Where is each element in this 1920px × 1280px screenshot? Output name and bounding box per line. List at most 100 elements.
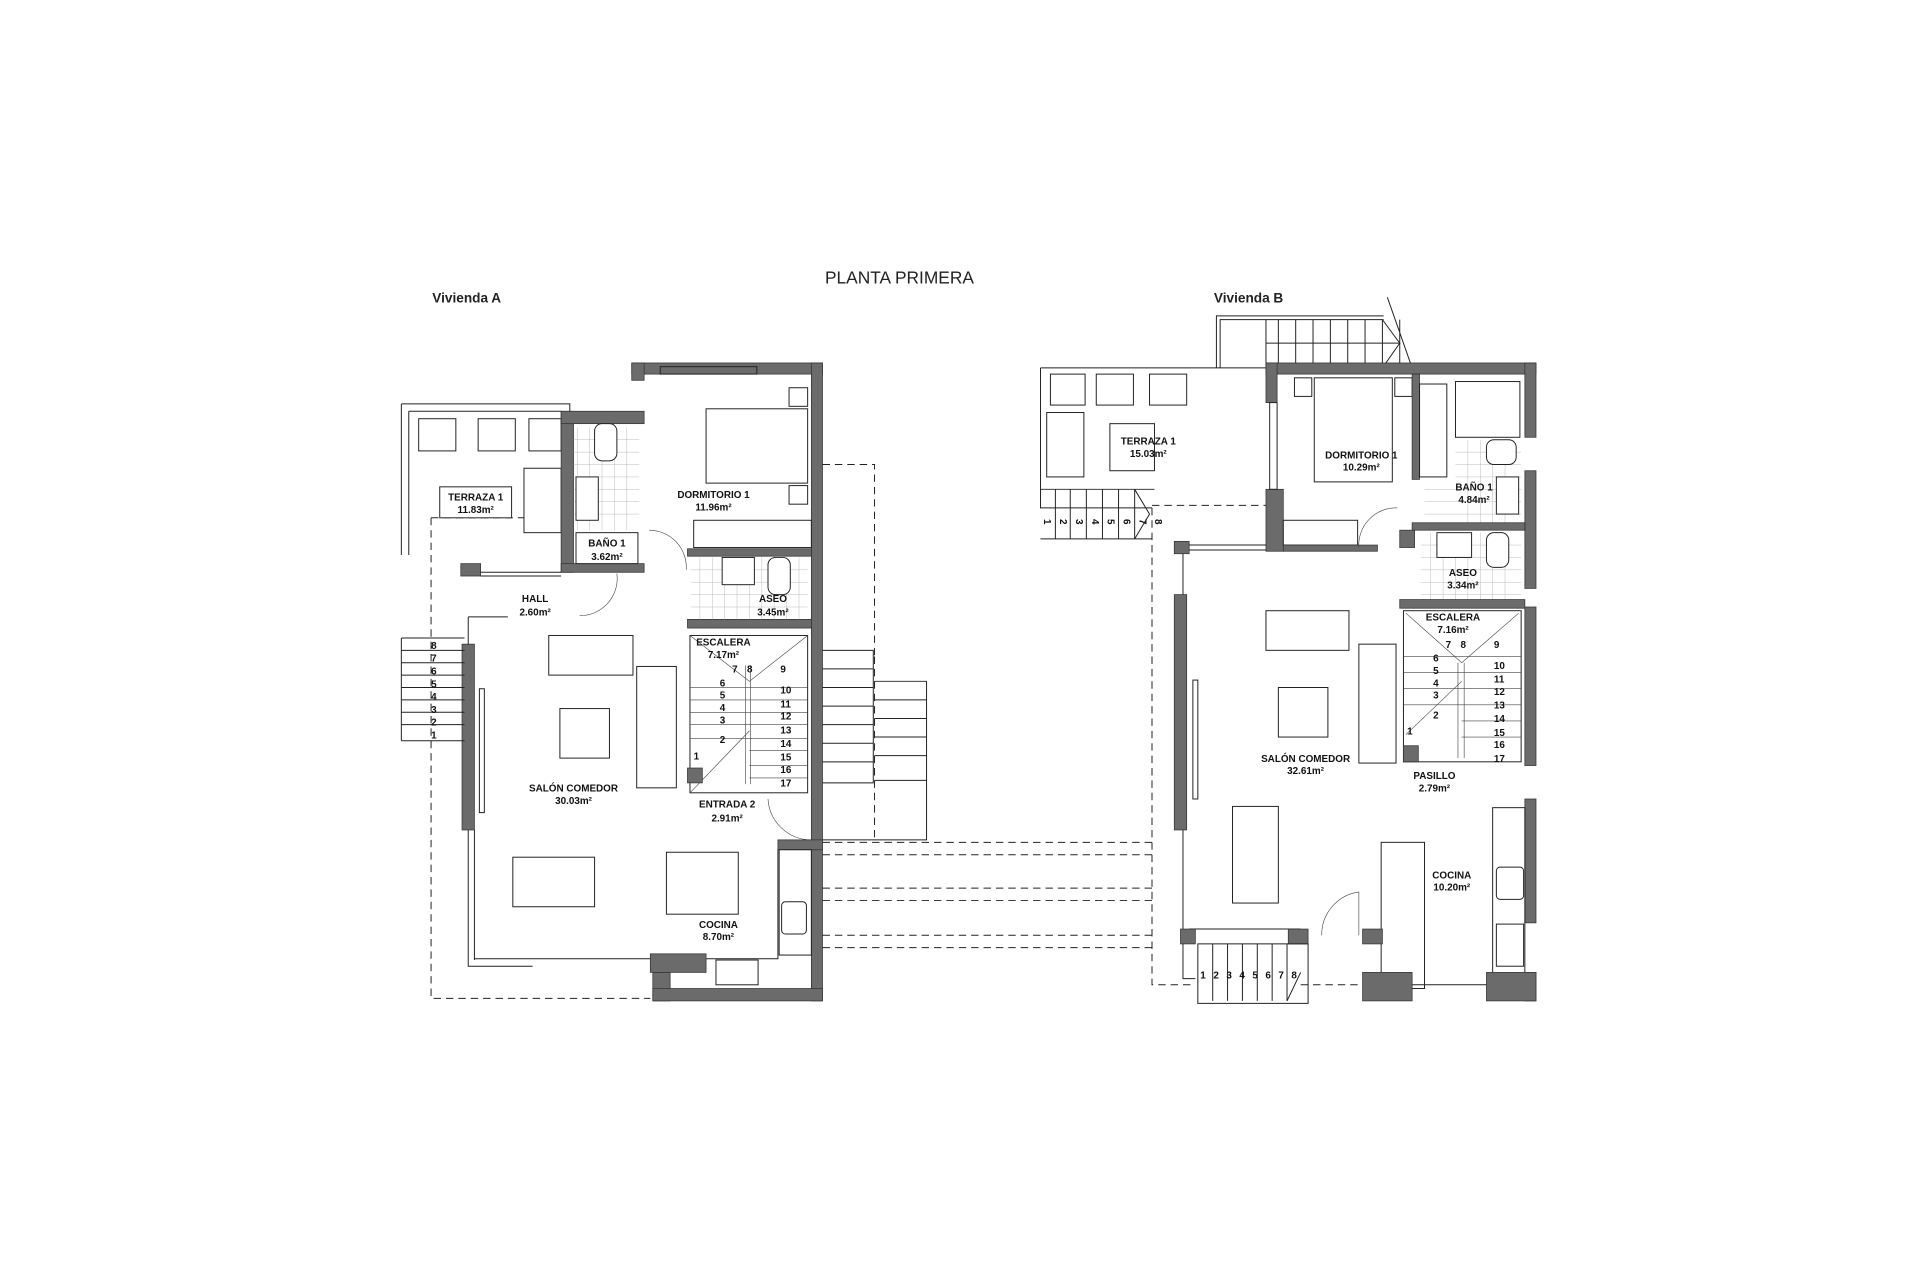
stair-step-number: 5: [431, 679, 437, 690]
bed: [705, 408, 809, 484]
toilet: [1485, 532, 1510, 568]
wall: [649, 953, 707, 973]
svg-text:COCINA: COCINA: [699, 920, 738, 931]
stair-step-number: 3: [720, 715, 726, 726]
stair-step-number: 9: [780, 665, 786, 676]
wall: [560, 410, 574, 573]
stair-step-number: 1: [1407, 727, 1413, 738]
svg-text:2.60m²: 2.60m²: [519, 608, 551, 619]
kitchen-island: [665, 851, 739, 915]
exterior-stair-a: [400, 637, 465, 742]
coffee-table: [559, 708, 610, 759]
window: [1269, 402, 1278, 490]
stair-step-number: 4: [720, 703, 726, 714]
stair-step-number: 11: [780, 699, 791, 710]
window: [659, 366, 758, 375]
svg-text:32.61m²: 32.61m²: [1287, 766, 1325, 777]
wall: [1399, 599, 1526, 609]
stair-step-number: 16: [1494, 740, 1506, 751]
room-label-dormitorio: DORMITORIO 1 10.29m²: [1325, 450, 1398, 473]
wall: [1411, 373, 1420, 480]
stair-step-number: 4: [431, 692, 437, 703]
stair-step-number: 1: [1200, 971, 1206, 982]
wall: [1403, 745, 1419, 763]
wall: [777, 839, 823, 851]
stair-step-number: 3: [1073, 519, 1084, 525]
svg-text:2.91m²: 2.91m²: [711, 813, 743, 824]
room-label-entrada: ENTRADA 2 2.91m²: [699, 800, 756, 825]
svg-text:SALÓN COMEDOR: SALÓN COMEDOR: [1261, 753, 1350, 765]
kitchen-island: [1380, 841, 1426, 990]
svg-text:10.20m²: 10.20m²: [1433, 883, 1471, 894]
stair-step-number: 13: [1494, 701, 1506, 712]
stair-step-number: 9: [1494, 640, 1500, 651]
sofa: [636, 665, 677, 789]
shower: [1454, 381, 1521, 438]
stair-step-number: 7: [1446, 640, 1452, 651]
room-label-aseo: ASEO 3.34m²: [1447, 568, 1479, 591]
room-label-pasillo: PASILLO 2.79m²: [1413, 771, 1455, 794]
exterior-stair-dashed: [822, 464, 876, 840]
wall: [631, 362, 645, 381]
room-label-terraza: TERRAZA 1 15.03m²: [1121, 437, 1177, 460]
svg-text:HALL: HALL: [522, 594, 548, 605]
vivienda-a: Vivienda A: [400, 290, 1152, 1002]
stair-step-number: 7: [431, 654, 437, 665]
terraza-a-outline: [400, 403, 571, 555]
stair-step-number: 12: [780, 712, 792, 723]
outline: [467, 616, 508, 645]
chair: [1149, 373, 1188, 406]
stair-step-number: 8: [1460, 640, 1466, 651]
sink: [721, 556, 755, 586]
door-swing: [1321, 891, 1360, 936]
bed: [1313, 377, 1393, 483]
svg-text:11.83m²: 11.83m²: [458, 505, 495, 516]
stair-step-number: 6: [431, 666, 437, 677]
stair-step-number: 2: [720, 735, 726, 746]
stair-step-number: 10: [780, 686, 792, 697]
toilet: [767, 556, 791, 596]
sofa: [1358, 643, 1397, 764]
stair-step-number: 1: [1041, 519, 1052, 525]
stair-step-number: 2: [1433, 710, 1439, 721]
terraza-b-outline: [1040, 367, 1266, 509]
svg-text:ASEO: ASEO: [759, 594, 787, 605]
wall: [687, 619, 812, 629]
top-stair-b: [1215, 297, 1413, 369]
svg-text:TERRAZA 1: TERRAZA 1: [1121, 437, 1177, 448]
stair-step-number: 14: [780, 739, 792, 750]
room-label-dormitorio: DORMITORIO 1 11.96m²: [677, 490, 750, 513]
nightstand: [1394, 377, 1413, 397]
door-swing: [579, 573, 618, 616]
stair-step-number: 12: [1494, 687, 1506, 698]
wall: [1287, 928, 1309, 945]
svg-text:ENTRADA 2: ENTRADA 2: [699, 800, 756, 811]
wall: [1173, 540, 1190, 555]
stair-step-number: 14: [1494, 714, 1506, 725]
wall: [1399, 529, 1415, 548]
escalera-a-outline: [689, 634, 809, 794]
wall: [1411, 522, 1526, 531]
coffee-table: [1109, 423, 1155, 472]
stair-step-number: 3: [1226, 971, 1232, 982]
chair: [477, 418, 516, 452]
room-label-cocina: COCINA 8.70m²: [699, 920, 738, 943]
svg-text:COCINA: COCINA: [1432, 870, 1471, 881]
stair-step-number: 6: [720, 678, 726, 689]
glazing: [1182, 544, 1266, 980]
svg-text:30.03m²: 30.03m²: [555, 796, 593, 807]
stair-step-number: 3: [431, 705, 437, 716]
vivienda-b-label: Vivienda B: [1214, 290, 1284, 305]
wall: [1265, 362, 1537, 375]
stair-step-number: 15: [1494, 728, 1506, 739]
stair-step-number: 17: [780, 779, 792, 790]
svg-text:8.70m²: 8.70m²: [703, 932, 735, 943]
wall: [461, 643, 475, 831]
svg-text:7.17m²: 7.17m²: [708, 650, 740, 661]
terraza-a-label-box: [439, 486, 513, 519]
svg-text:SALÓN COMEDOR: SALÓN COMEDOR: [529, 783, 618, 795]
window: [478, 688, 485, 814]
